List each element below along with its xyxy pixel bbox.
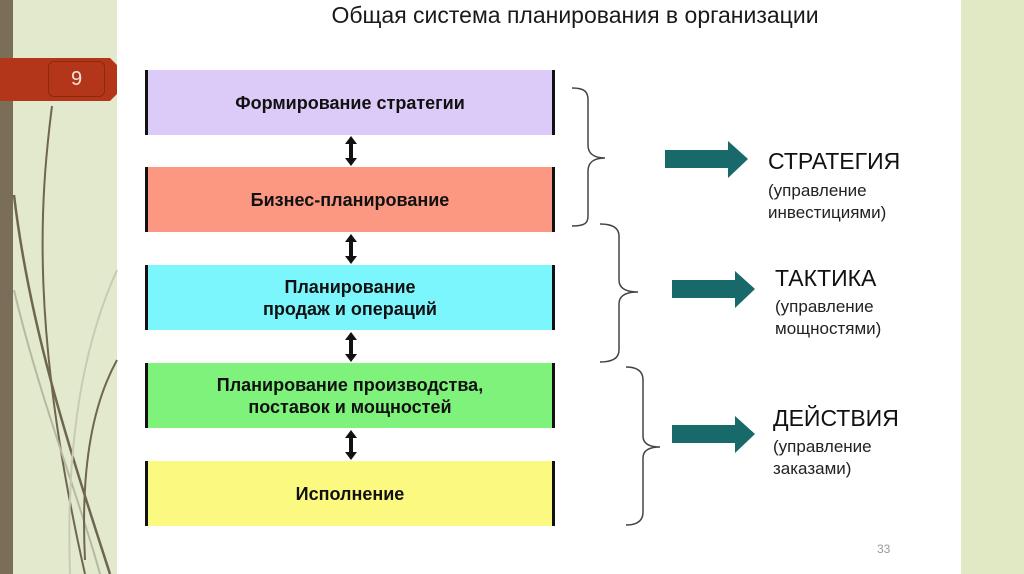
- slide-number: 9: [48, 61, 105, 97]
- level-title-tactics: ТАКТИКА: [775, 265, 877, 291]
- box-label: Планирование производства, поставок и мо…: [216, 374, 484, 417]
- level-subtitle-line2: мощностями): [775, 319, 882, 338]
- level-subtitle-line2: инвестициями): [768, 203, 887, 222]
- box-business-planning: Бизнес-планирование: [145, 167, 555, 232]
- box-label: Формирование стратегии: [235, 92, 465, 113]
- curly-brace-icon: [625, 366, 661, 526]
- slide-number-tab: [0, 58, 117, 101]
- decorative-grass-lines: [12, 105, 118, 574]
- double-arrow-vertical-icon: [345, 234, 357, 264]
- level-title-strategy: СТРАТЕГИЯ: [768, 148, 901, 174]
- right-arrow-icon: [665, 141, 748, 178]
- box-label: Исполнение: [295, 483, 405, 504]
- double-arrow-vertical-icon: [345, 430, 357, 460]
- box-label: Планирование продаж и операций: [263, 276, 437, 319]
- level-subtitle-line1: (управление: [775, 297, 874, 316]
- box-sales-operations-planning: Планирование продаж и операций: [145, 265, 555, 330]
- left-decor-stripe: [0, 0, 13, 574]
- right-arrow-icon: [672, 416, 755, 453]
- page-number: 33: [877, 542, 891, 556]
- double-arrow-vertical-icon: [345, 136, 357, 166]
- slide-title: Общая система планирования в организации: [331, 2, 819, 28]
- box-label: Бизнес-планирование: [250, 189, 450, 210]
- curly-brace-icon: [571, 87, 606, 227]
- level-subtitle-line1: (управление: [773, 437, 872, 456]
- level-subtitle-line2: заказами): [773, 459, 852, 478]
- right-arrow-icon: [672, 271, 755, 308]
- double-arrow-vertical-icon: [345, 332, 357, 362]
- box-strategy-formation: Формирование стратегии: [145, 70, 555, 135]
- curly-brace-icon: [599, 223, 639, 363]
- level-title-actions: ДЕЙСТВИЯ: [773, 405, 899, 431]
- box-execution: Исполнение: [145, 461, 555, 526]
- box-production-planning: Планирование производства, поставок и мо…: [145, 363, 555, 428]
- right-decor-panel: [961, 0, 1024, 574]
- level-subtitle-line1: (управление: [768, 181, 867, 200]
